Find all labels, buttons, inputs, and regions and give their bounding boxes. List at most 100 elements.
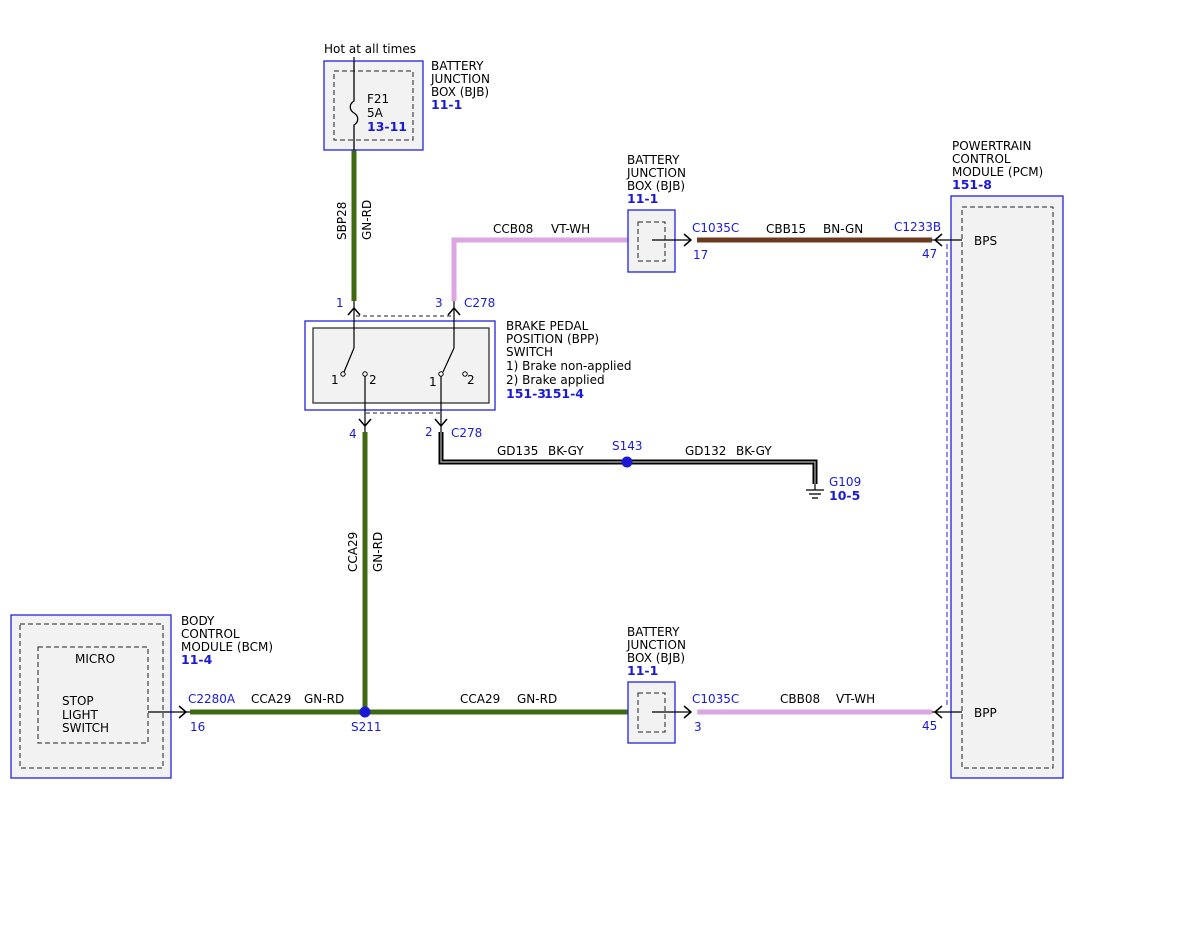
bjb-top-pin: 17 <box>693 248 708 262</box>
wire-cca29-left-color: GN-RD <box>304 692 344 706</box>
bjb-bottom-pin: 3 <box>694 720 702 734</box>
bcm-ref[interactable]: 11-4 <box>181 652 213 667</box>
bcm-func-2: LIGHT <box>62 708 99 722</box>
bjb-bottom-ref[interactable]: 11-1 <box>627 663 658 678</box>
splice-s143[interactable] <box>621 456 633 468</box>
bpp-right-contact-2: 2 <box>467 373 475 387</box>
wire-sbp28-circuit: SBP28 <box>335 202 349 240</box>
hot-at-all-times-label: Hot at all times <box>324 42 416 56</box>
pcm-bpp-arrow-icon <box>933 705 943 719</box>
fuse-bjb-title-2: JUNCTION <box>430 72 490 86</box>
bpp-switch-right-icon <box>438 328 468 403</box>
bjb-top-box <box>627 209 676 273</box>
bpp-connector-top[interactable]: C278 <box>464 296 495 310</box>
bpp-title-3: SWITCH <box>506 345 553 359</box>
fuse-name: F21 <box>367 92 389 106</box>
bpp-pin3-arrow-icon <box>447 306 461 316</box>
wire-sbp28-color: GN-RD <box>360 200 374 240</box>
bpp-left-contact-1: 1 <box>331 373 339 387</box>
wire-cbb15-color: BN-GN <box>823 222 863 236</box>
bpp-switch-inner <box>312 327 490 404</box>
pcm-title-2: CONTROL <box>952 152 1011 166</box>
wire-ccb08-circuit: CCB08 <box>493 222 533 236</box>
splice-s211-label: S211 <box>351 720 382 734</box>
bpp-ref-1[interactable]: 151-3 <box>506 386 546 401</box>
wire-cca29-left-circuit: CCA29 <box>251 692 291 706</box>
bcm-arrow-icon <box>178 705 188 719</box>
bpp-pin-2: 2 <box>425 425 433 439</box>
bcm-func-3: SWITCH <box>62 721 109 735</box>
pcm-box-inner <box>961 206 1054 769</box>
fuse-bjb-ref[interactable]: 11-1 <box>431 97 462 112</box>
bcm-title-3: MODULE (BCM) <box>181 640 273 654</box>
bpp-pin-4: 4 <box>349 427 357 441</box>
bcm-func-1: STOP <box>62 694 94 708</box>
wire-cbb08-circuit: CBB08 <box>780 692 820 706</box>
bpp-connector-bottom[interactable]: C278 <box>451 426 482 440</box>
bpp-switch-left-icon <box>340 328 368 403</box>
bcm-micro-label: MICRO <box>75 652 115 666</box>
wire-ccb08-color: VT-WH <box>551 222 590 236</box>
splice-s211[interactable] <box>359 706 371 718</box>
bjb-top-arrow-icon <box>683 233 693 247</box>
bjb-top-title-3: BOX (BJB) <box>627 179 685 193</box>
bpp-pin1-arrow-icon <box>347 306 361 316</box>
fuse-box <box>323 60 424 151</box>
splice-s143-label: S143 <box>612 439 643 453</box>
fuse-bjb-title-3: BOX (BJB) <box>431 85 489 99</box>
bjb-bottom-box-inner <box>637 692 666 733</box>
bcm-pin-16: 16 <box>190 720 205 734</box>
bjb-bottom-title-1: BATTERY <box>627 625 680 639</box>
pcm-signal-bps: BPS <box>974 234 997 248</box>
bcm-title-2: CONTROL <box>181 627 240 641</box>
bjb-top-title-2: JUNCTION <box>626 166 686 180</box>
bjb-bottom-connector[interactable]: C1035C <box>692 692 739 706</box>
bjb-bottom-arrow-icon <box>683 705 693 719</box>
wire-cbb08-color: VT-WH <box>836 692 875 706</box>
wire-cca29-vertical-circuit: CCA29 <box>346 532 360 572</box>
bjb-top-ref[interactable]: 11-1 <box>627 191 658 206</box>
ground-name: G109 <box>829 475 861 489</box>
bpp-state-2: 2) Brake applied <box>506 373 605 387</box>
bpp-ref-2[interactable]: 151-4 <box>544 386 584 401</box>
wire-cca29-right-color: GN-RD <box>517 692 557 706</box>
wire-cca29-right-circuit: CCA29 <box>460 692 500 706</box>
bpp-pin2-arrow-icon <box>434 418 448 428</box>
bpp-left-contact-2: 2 <box>369 373 377 387</box>
pcm-signal-bpp: BPP <box>974 706 997 720</box>
pcm-ref[interactable]: 151-8 <box>952 177 992 192</box>
ground-icon <box>806 484 824 499</box>
fuse-bjb-title-1: BATTERY <box>431 59 484 73</box>
bcm-connector[interactable]: C2280A <box>188 692 236 706</box>
bpp-right-contact-1: 1 <box>429 375 437 389</box>
bpp-pin-3: 3 <box>435 296 443 310</box>
bjb-top-title-1: BATTERY <box>627 153 680 167</box>
pcm-box <box>950 195 1064 779</box>
wire-cca29-vertical-color: GN-RD <box>371 532 385 572</box>
ground-ref[interactable]: 10-5 <box>829 488 860 503</box>
bpp-pin-1: 1 <box>336 296 344 310</box>
bjb-top-connector[interactable]: C1035C <box>692 221 739 235</box>
bpp-title-1: BRAKE PEDAL <box>506 319 589 333</box>
bjb-bottom-title-3: BOX (BJB) <box>627 651 685 665</box>
pcm-bps-arrow-icon <box>933 233 943 247</box>
fuse-box-inner <box>333 70 414 141</box>
pcm-connector[interactable]: C1233B <box>894 220 941 234</box>
fuse-rating: 5A <box>367 106 384 120</box>
bjb-bottom-title-2: JUNCTION <box>626 638 686 652</box>
fuse-ref[interactable]: 13-11 <box>367 119 407 134</box>
wire-ccb08 <box>451 237 628 301</box>
bjb-top-box-inner <box>637 221 666 262</box>
wire-cbb15-circuit: CBB15 <box>766 222 806 236</box>
bpp-title-2: POSITION (BPP) <box>506 332 599 346</box>
bcm-micro-box <box>37 646 149 744</box>
wire-gd135-color: BK-GY <box>548 444 584 458</box>
pcm-pin-45: 45 <box>922 719 937 733</box>
wire-gd135-circuit: GD135 <box>497 444 538 458</box>
bcm-title-1: BODY <box>181 614 215 628</box>
bpp-pin4-arrow-icon <box>358 418 372 428</box>
wire-gd132-color: BK-GY <box>736 444 772 458</box>
pcm-title-1: POWERTRAIN <box>952 139 1032 153</box>
bpp-state-1: 1) Brake non-applied <box>506 359 632 373</box>
